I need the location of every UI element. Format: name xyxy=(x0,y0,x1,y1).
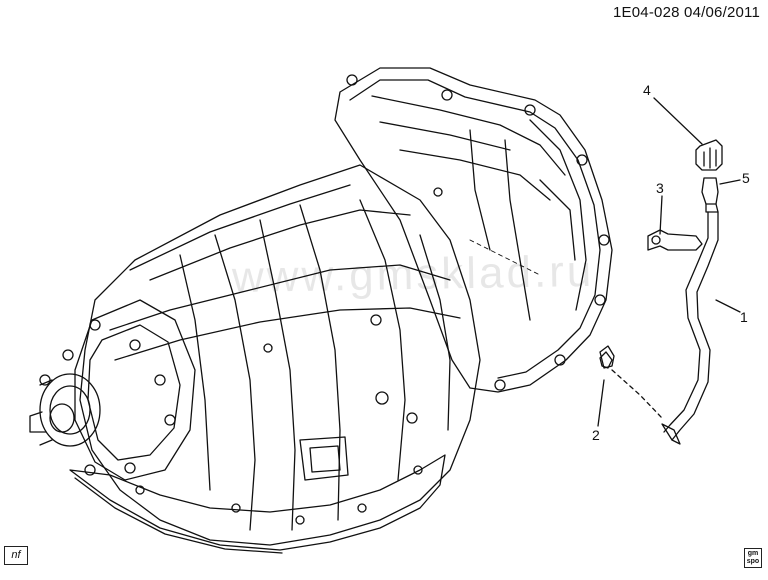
bolt-heads xyxy=(39,74,610,525)
leader-3 xyxy=(659,195,663,235)
callout-2: 2 xyxy=(592,427,600,443)
bell-housing xyxy=(334,67,613,393)
callout-1: 1 xyxy=(740,309,748,325)
callout-3: 3 xyxy=(656,180,664,196)
leader-5 xyxy=(719,179,741,185)
output-shaft xyxy=(29,411,47,433)
connector xyxy=(701,177,719,205)
extension-housing xyxy=(74,299,196,481)
watermark: www.gmsklad.ru xyxy=(231,246,595,303)
output-flange xyxy=(39,373,101,447)
document-id: 1E04-028 04/06/2011 xyxy=(613,4,760,21)
callout-5: 5 xyxy=(742,170,750,186)
callout-4: 4 xyxy=(643,82,651,98)
leader-4 xyxy=(653,97,703,145)
vent-hose xyxy=(663,211,709,433)
corner-tag: nf xyxy=(4,546,28,565)
main-case xyxy=(79,164,481,546)
gm-spo-logo: gm spo xyxy=(744,548,762,568)
oil-pan xyxy=(69,454,446,551)
vent-fitting xyxy=(599,345,615,369)
clip xyxy=(599,351,613,369)
hose-leader-dashed xyxy=(611,369,663,419)
leader-2 xyxy=(597,379,605,427)
bracket-clamp xyxy=(647,229,703,251)
vent-cap xyxy=(695,139,723,171)
leader-1 xyxy=(715,299,741,313)
